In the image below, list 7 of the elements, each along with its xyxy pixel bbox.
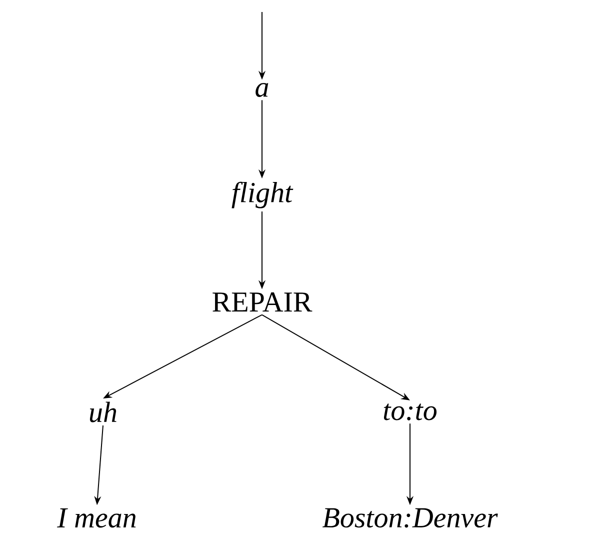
word-label: I mean xyxy=(57,508,136,528)
word-label: Boston:Denver xyxy=(322,508,498,528)
word-label: a xyxy=(256,83,268,97)
word-label: REPAIR xyxy=(212,292,312,312)
word-label: uh xyxy=(90,402,116,422)
word-label: flight xyxy=(232,182,294,208)
word-label: to:to xyxy=(384,404,437,420)
